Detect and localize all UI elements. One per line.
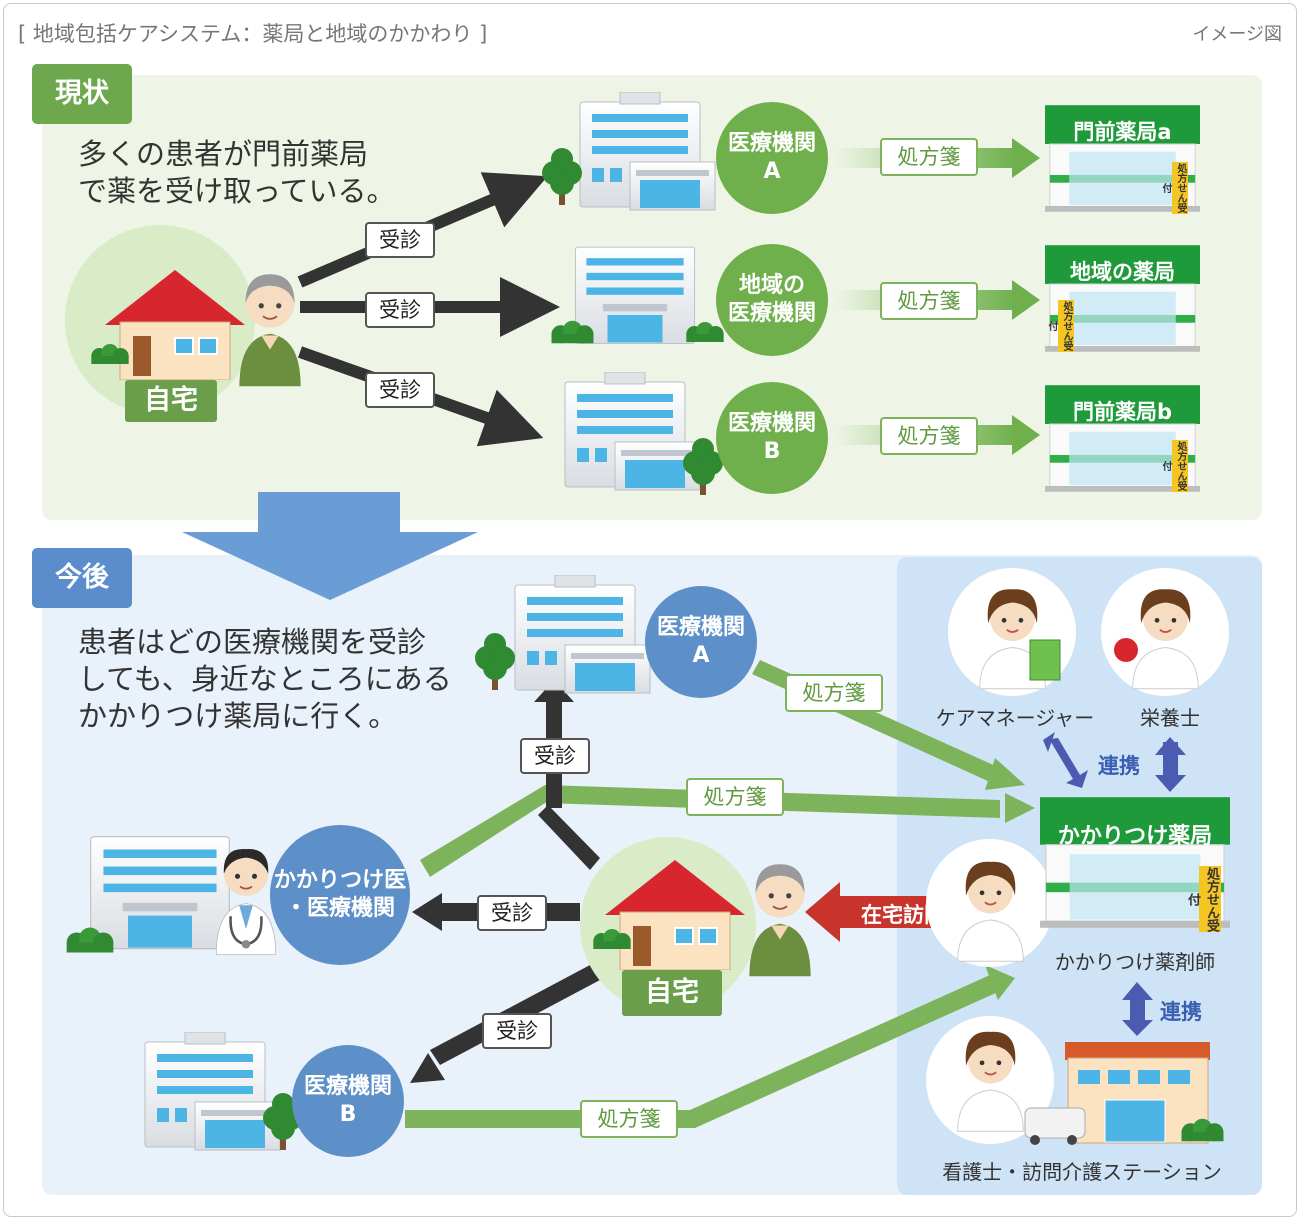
future-visit-label-family: 受診 <box>477 895 547 931</box>
current-visit-label-b: 受診 <box>365 372 435 408</box>
future-family-institution: かかりつけ医・医療機関 <box>270 825 410 965</box>
future-rx-label-a: 処方箋 <box>785 674 883 712</box>
current-hospital-a <box>579 92 716 211</box>
link-arrows <box>1043 732 1186 1036</box>
kakaritsuke-pharmacy-name: かかりつけ薬局 <box>1057 824 1213 849</box>
current-home-label: 自宅 <box>125 380 217 422</box>
nurse-station-label: 看護士・訪問介護ステーション <box>942 1160 1222 1184</box>
current-visit-label-local: 受診 <box>365 292 435 328</box>
current-description: 多くの患者が門前薬局 で薬を受け取っている。 <box>78 137 396 208</box>
dietitian-label: 栄養士 <box>1140 706 1200 730</box>
future-family-hospital <box>90 836 230 950</box>
home-visit-label: 在宅訪問 <box>861 903 945 927</box>
future-visit-label-b: 受診 <box>482 1013 552 1049</box>
current-hospital-b <box>564 372 701 491</box>
transition-arrow <box>182 492 478 600</box>
link-label-bottom: 連携 <box>1160 1000 1202 1024</box>
current-pharmacy-b-name: 門前薬局b <box>1072 400 1173 424</box>
current-tag: 現状 <box>32 64 132 124</box>
current-rx-label-local: 処方箋 <box>880 282 978 320</box>
future-rx-label-family: 処方箋 <box>686 778 784 816</box>
current-pharmacy-local-sign: 処方せん受付 <box>1046 300 1074 352</box>
care-manager-label: ケアマネージャー <box>935 706 1095 730</box>
current-rx-label-b: 処方箋 <box>880 417 978 455</box>
future-visit-label-a: 受診 <box>520 738 590 774</box>
link-label-top: 連携 <box>1098 754 1140 778</box>
future-patient-icon <box>748 863 812 978</box>
future-rx-label-b: 処方箋 <box>580 1100 678 1138</box>
future-description: 患者はどの医療機関を受診 しても、身近なところにある かかりつけ薬局に行く。 <box>78 625 452 733</box>
diagram-title: [ 地域包括ケアシステム：薬局と地域のかかわり ] <box>18 22 488 46</box>
current-hospital-local <box>574 246 696 344</box>
current-pharmacy-a-sign: 処方せん受付 <box>1160 162 1188 214</box>
future-tag: 今後 <box>32 548 132 608</box>
current-institution-local: 地域の医療機関 <box>716 244 828 356</box>
future-hospital-b <box>144 1032 281 1151</box>
image-note: イメージ図 <box>1192 24 1282 45</box>
future-home-label: 自宅 <box>622 970 722 1016</box>
current-pharmacy-local-name: 地域の薬局 <box>1070 260 1175 284</box>
pharmacist-label: かかりつけ薬剤師 <box>1054 950 1216 974</box>
kakaritsuke-pharmacy-sign: 処方せん受付 <box>1185 866 1221 932</box>
future-hospital-a <box>514 575 651 694</box>
current-pharmacy-b-sign: 処方せん受付 <box>1160 440 1188 492</box>
current-pharmacy-a-name: 門前薬局a <box>1073 120 1172 144</box>
current-visit-label-a: 受診 <box>365 222 435 258</box>
current-rx-label-a: 処方箋 <box>880 138 978 176</box>
